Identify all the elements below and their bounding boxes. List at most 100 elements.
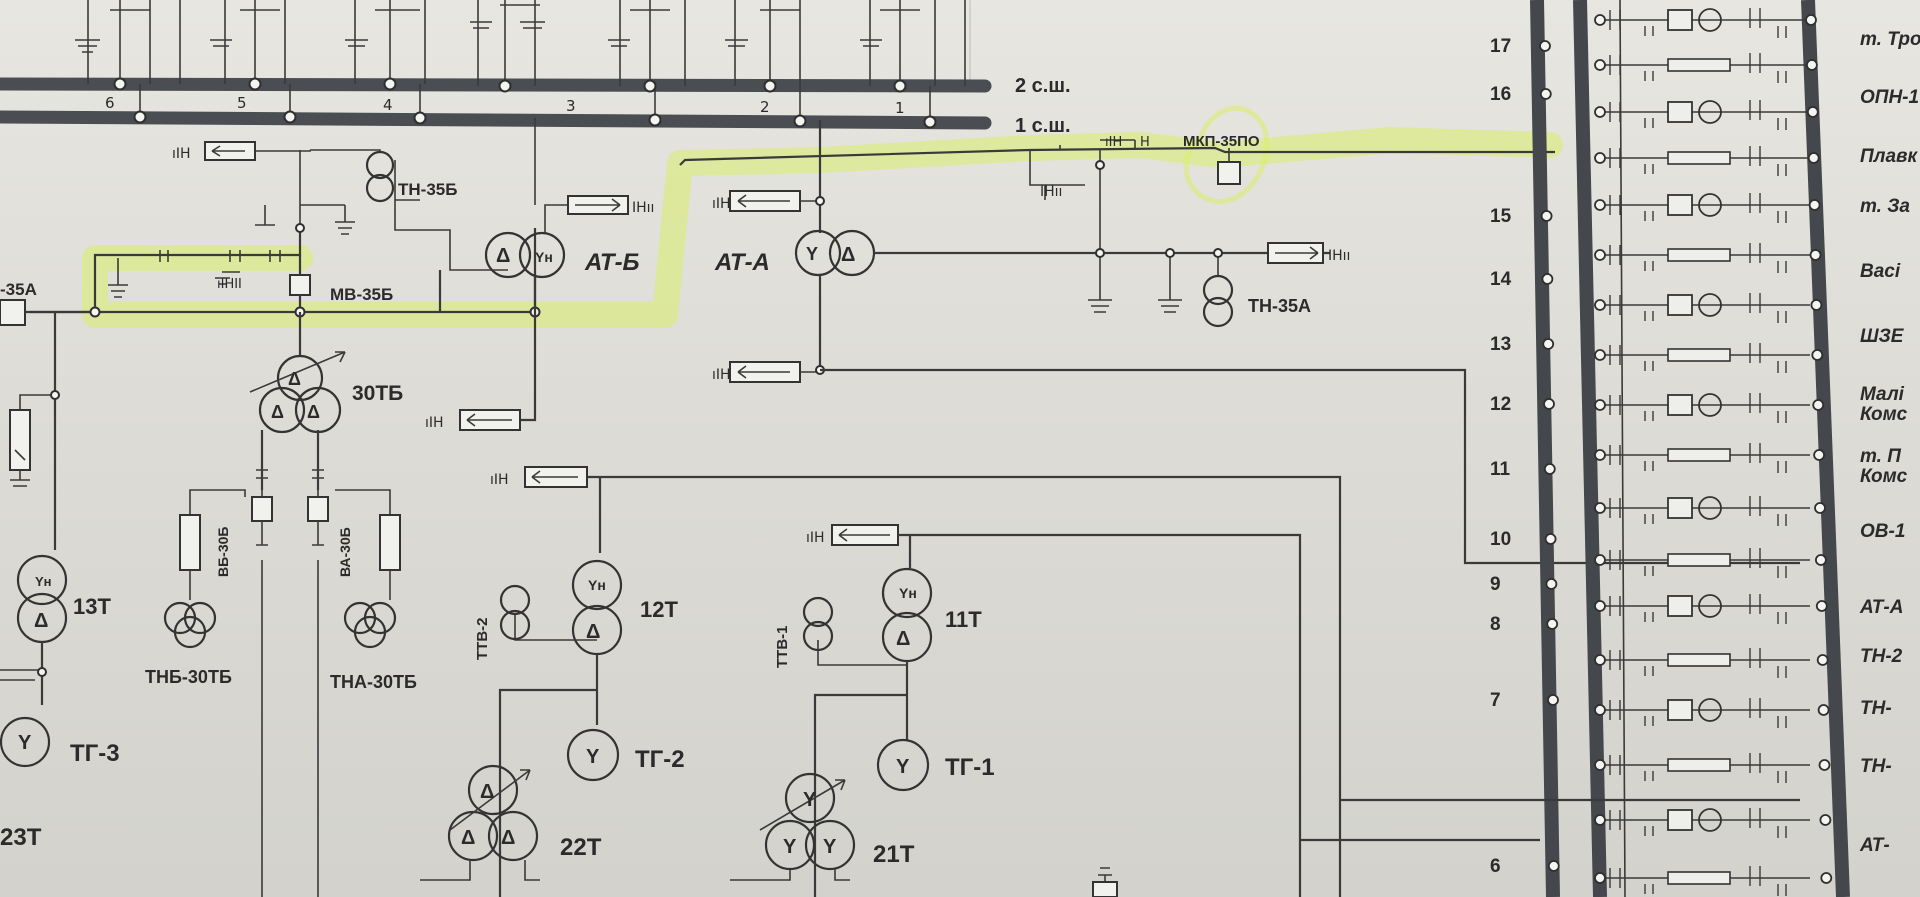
feeder-name: Малі [1860, 384, 1905, 405]
bus-1-label: 1 с.ш. [1015, 115, 1071, 137]
bus-2-label: 2 с.ш. [1015, 75, 1071, 97]
autotransformer-ata: ıIH ıIH [712, 120, 1800, 565]
feeder-node [1815, 554, 1827, 566]
mkp35po-breaker [1217, 161, 1241, 185]
feeder-name: т. За [1860, 196, 1910, 217]
svg-text:Δ: Δ [496, 245, 510, 267]
feeder-node [1807, 152, 1820, 164]
svg-text:ıIH: ıIH [712, 196, 731, 212]
feeder-node [1594, 349, 1606, 361]
feeder-node [1594, 654, 1606, 666]
feeder-name: ОПН-1 [1860, 87, 1919, 108]
switchgear-cell-number: 6 [1490, 856, 1501, 877]
t11-label: 11Т [945, 607, 982, 632]
feeder-node [1812, 399, 1825, 411]
right-switchgear [1530, 0, 1850, 897]
section-2: 2 [760, 98, 770, 116]
svg-text:Yн: Yн [35, 574, 52, 589]
svg-text:Δ: Δ [461, 827, 475, 849]
cell-node [1541, 273, 1554, 285]
svg-text:Δ: Δ [307, 402, 320, 422]
cell-node [1540, 210, 1553, 222]
switchgear-cell-number: 16 [1490, 84, 1511, 105]
svg-text:Δ: Δ [34, 610, 48, 632]
feeder-node [1594, 14, 1606, 26]
svg-text:ıIH: ıIH [172, 146, 191, 162]
tg2-label: ТГ-2 [635, 746, 685, 773]
cell-node [1539, 88, 1552, 100]
cell-node [1547, 694, 1559, 706]
atb-label: АТ-Б [584, 249, 640, 276]
feeder-node [1594, 814, 1606, 826]
t30tb-label: 30ТБ [352, 382, 403, 405]
t13-label: 13Т [73, 594, 111, 619]
cell-node [1546, 618, 1559, 630]
cell-node [1543, 463, 1556, 475]
tn35b-label: ТН-35Б [398, 180, 457, 199]
line-35kv-right: IHıı ıIH H IHıı [679, 135, 1555, 328]
va30b-label: ВА-30Б [337, 527, 353, 577]
t22-label: 22Т [560, 834, 602, 861]
feeder-node [1806, 106, 1819, 118]
svg-text:H: H [1140, 135, 1150, 150]
svg-text:Δ: Δ [501, 827, 515, 849]
mkp35po-label: МКП-35ПО [1183, 133, 1260, 150]
cell-node [1547, 860, 1560, 872]
svg-text:ıIH: ıIH [806, 530, 825, 546]
svg-text:Δ: Δ [271, 402, 284, 422]
t21-label: 21Т [873, 841, 915, 868]
feeder-node [1814, 502, 1826, 514]
feeder-node [1594, 399, 1606, 411]
cell-node [1543, 398, 1555, 410]
feeder-node [1594, 59, 1606, 71]
feeder-node [1594, 152, 1606, 164]
feeder-name: т. Тро [1860, 29, 1920, 50]
t23-label: 23Т [0, 824, 42, 851]
ttv1-label: ТТВ-1 [774, 626, 791, 669]
svg-text:Δ: Δ [480, 781, 494, 803]
svg-text:IHıı: IHıı [1040, 184, 1062, 200]
feeder-name: АТ-А [1859, 597, 1903, 618]
svg-text:ıIH: ıIH [425, 415, 444, 431]
feeder-node [1820, 872, 1833, 884]
svg-text:Y: Y [803, 789, 817, 811]
feeder-node [1594, 600, 1606, 612]
left-35kv-section: ıIHII ıIH [0, 141, 541, 550]
svg-text:Δ: Δ [841, 244, 855, 266]
section-6: 6 [105, 94, 115, 112]
t12-label: 12Т [640, 597, 678, 622]
switchgear-cell-number: 13 [1490, 334, 1511, 355]
feeder-name: Комс [1860, 404, 1908, 425]
vb30b-label: ВБ-30Б [215, 527, 231, 577]
feeder-name: Комс [1860, 466, 1908, 487]
ata-label: АТ-А [714, 249, 770, 276]
ttv2-label: ТТВ-2 [474, 618, 491, 661]
mv35b-breaker [289, 274, 311, 296]
svg-text:ıIHII: ıIHII [217, 277, 242, 292]
bus-nodes [113, 77, 937, 129]
feeder-node [1815, 600, 1828, 612]
feeder-node [1594, 759, 1606, 771]
upper-feeders [75, 0, 966, 122]
cell-node [1544, 533, 1557, 545]
svg-text:Y: Y [806, 244, 818, 264]
transformer-30tb: Δ Δ [163, 312, 401, 897]
cell-node [1539, 40, 1551, 52]
feeder-node [1594, 199, 1606, 211]
left-35a-label: -35А [0, 280, 37, 299]
switchgear-cell-number: 10 [1490, 529, 1511, 550]
feeder-node [1818, 759, 1831, 771]
feeder-name: Плавк [1860, 146, 1919, 167]
unit-tg2: ıIH Δ Δ [420, 466, 1342, 897]
svg-text:ıIH: ıIH [1105, 135, 1122, 150]
feeder-node [1594, 299, 1606, 311]
svg-text:Δ: Δ [896, 628, 910, 650]
tn35a-label: ТН-35А [1248, 296, 1311, 316]
switchgear-cell-number: 8 [1490, 614, 1501, 635]
svg-text:IHıı: IHıı [632, 200, 654, 216]
svg-text:IHıı: IHıı [1328, 248, 1350, 264]
feeder-node [1594, 449, 1606, 461]
section-5: 5 [237, 94, 247, 112]
tg1-label: ТГ-1 [945, 754, 995, 781]
